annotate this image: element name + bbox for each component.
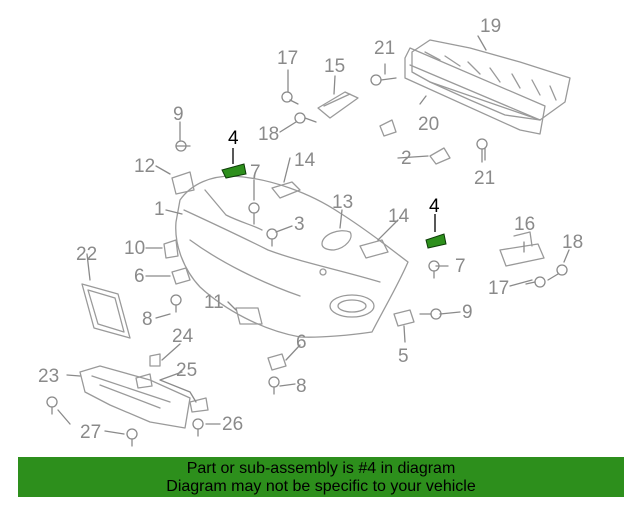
undercover-panel-part: [79, 365, 191, 429]
callout-labels: 19 21 17 15 20 9 18 4 12 7 14 2 21 1 4 1…: [38, 16, 583, 443]
callout-9-right: 9: [462, 302, 473, 323]
callout-1: 1: [154, 199, 165, 220]
license-plate-bracket-part: [81, 283, 131, 339]
callout-5: 5: [398, 346, 409, 367]
callout-21-right: 21: [474, 168, 495, 189]
callout-17-top: 17: [277, 48, 298, 69]
tow-hook-cap-part: [321, 230, 352, 251]
callout-13: 13: [332, 192, 353, 213]
callout-15: 15: [324, 56, 345, 77]
callout-27: 27: [80, 422, 101, 443]
callout-8-lower: 8: [296, 376, 307, 397]
callout-6-left: 6: [134, 266, 145, 287]
callout-10: 10: [124, 238, 145, 259]
retainer-2-upper-part: [379, 119, 451, 165]
callout-3: 3: [294, 214, 305, 235]
reinforcement-bar-part: [404, 47, 546, 135]
part-4-right[interactable]: [425, 233, 447, 249]
info-banner: Part or sub-assembly is #4 in diagram Di…: [18, 457, 624, 497]
callout-6-lower: 6: [296, 332, 307, 353]
callout-17-right: 17: [488, 278, 509, 299]
clip-25-part: [135, 373, 209, 413]
bracket-16-part: [499, 231, 545, 267]
clip-24-part: [149, 353, 161, 367]
callout-4-right: 4: [429, 196, 440, 217]
bumper-cover-part: [175, 175, 409, 338]
leader-lines: [57, 35, 570, 435]
lamp-11-part: [235, 307, 263, 325]
callout-7-left: 7: [250, 162, 261, 183]
cover-12-part: [171, 171, 195, 195]
callout-14-left: 14: [294, 150, 316, 171]
callout-2: 2: [401, 148, 412, 169]
bracket-15-part: [317, 91, 359, 119]
callout-4-left: 4: [228, 128, 239, 149]
parts-diagram: 19 21 17 15 20 9 18 4 12 7 14 2 21 1 4 1…: [38, 16, 583, 447]
clip-10-part: [163, 239, 179, 259]
callout-12: 12: [134, 156, 155, 177]
clip-6-lower-part: [267, 353, 287, 371]
callout-9-top: 9: [173, 104, 184, 125]
banner-line-2: Diagram may not be specific to your vehi…: [166, 478, 476, 495]
highlighted-part-4: [221, 148, 447, 249]
impact-absorber-part: [411, 39, 571, 121]
clip-6-left-part: [171, 267, 191, 285]
fastener-bolts: [46, 74, 568, 447]
callout-11: 11: [204, 292, 224, 313]
callout-16: 16: [514, 214, 535, 235]
bracket-14-left-part: [271, 181, 301, 199]
callout-24: 24: [172, 326, 194, 347]
callout-22: 22: [76, 244, 97, 265]
callout-26: 26: [222, 414, 243, 435]
bracket-14-right-part: [359, 239, 389, 259]
callout-20: 20: [418, 114, 439, 135]
callout-21-top: 21: [374, 38, 395, 59]
callout-18-right: 18: [562, 232, 583, 253]
callout-18-top: 18: [258, 124, 279, 145]
callout-14-right: 14: [388, 206, 410, 227]
callout-23: 23: [38, 366, 59, 387]
callout-25: 25: [176, 360, 197, 381]
callout-19: 19: [480, 16, 501, 37]
callout-7-right: 7: [455, 256, 466, 277]
banner-line-1: Part or sub-assembly is #4 in diagram: [186, 460, 456, 477]
retainer-5-part: [393, 309, 415, 327]
callout-8-left: 8: [142, 309, 153, 330]
part-4-left[interactable]: [221, 163, 247, 179]
